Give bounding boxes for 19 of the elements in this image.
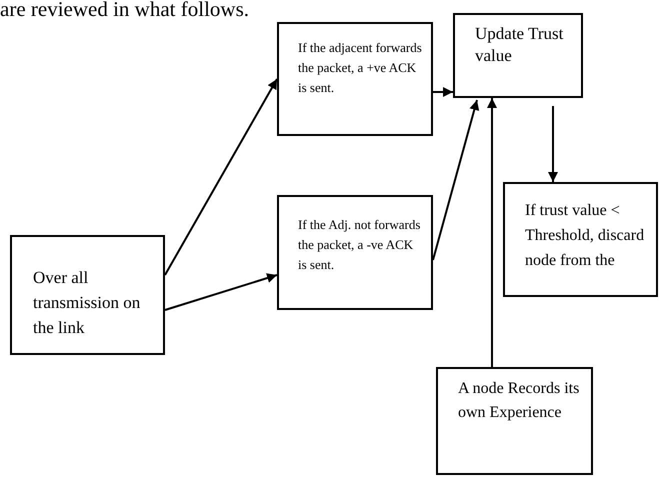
arrow [433,87,453,97]
process-box [277,195,433,310]
process-box [10,235,165,355]
process-box [277,22,433,136]
box-text: If the Adj. not forwards the packet, a -ve ACK is sent. [298,216,422,274]
box-text: If the adjacent forwards the packet, a +ve ACK is sent. [298,39,423,97]
arrow [164,78,278,276]
box-text: A node Records its own Experience [458,379,580,423]
box-text: If trust value < Threshold, discard node from the [525,201,646,271]
arrow [432,100,480,260]
box-text: Update Trust value [475,23,564,67]
process-box [453,13,583,98]
box-text: Over all transmission on the link [33,267,142,339]
page-text: are reviewed in what follows. [0,0,249,21]
arrow [548,106,558,182]
process-box [436,367,593,475]
arrow [164,273,278,311]
arrow [487,98,497,367]
process-box [503,182,658,297]
